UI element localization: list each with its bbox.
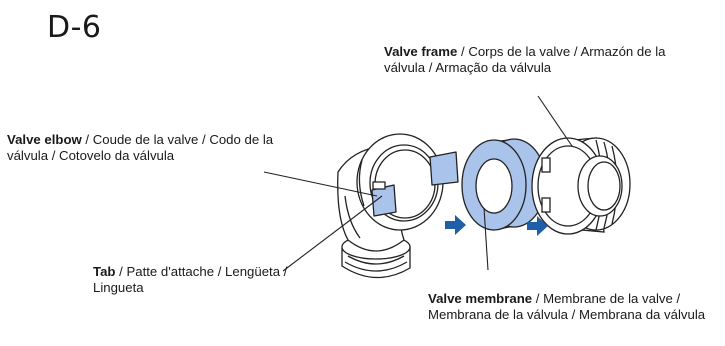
callout-tab-title: Tab [93,264,116,279]
assembly-arrow-icon [445,215,466,235]
callout-valve-frame: Valve frame / Corps de la valve / Armazó… [384,44,684,75]
leader-line-valve-membrane [483,207,489,271]
callout-valve-membrane: Valve membrane / Membrane de la valve / … [428,291,725,322]
callout-valve-membrane-title: Valve membrane [428,291,533,306]
callout-valve-elbow-title: Valve elbow [7,132,82,147]
valve-elbow [337,133,459,279]
callout-tab: Tab / Patte d'attache / Lengüeta / Lingu… [93,264,293,295]
figure-label: D-6 [47,10,102,45]
leader-line-valve-elbow [263,171,378,197]
leader-line-tab [282,195,383,272]
callout-valve-frame-translations: / Corps de la valve / Armazón de la válv… [384,44,666,75]
callout-valve-elbow: Valve elbow / Coude de la valve / Codo d… [7,132,297,163]
valve-membrane [461,138,547,231]
callout-tab-translations: / Patte d'attache / Lengüeta / Lingueta [93,264,288,295]
callout-valve-elbow-translations: / Coude de la valve / Codo de la válvula… [7,132,274,163]
leader-line-valve-frame [537,95,573,147]
callout-valve-frame-title: Valve frame [384,44,458,59]
valve-frame [531,137,631,235]
assembly-arrow-icon [527,216,548,236]
callout-valve-membrane-translations: / Membrane de la valve / Membrana de la … [428,291,706,322]
